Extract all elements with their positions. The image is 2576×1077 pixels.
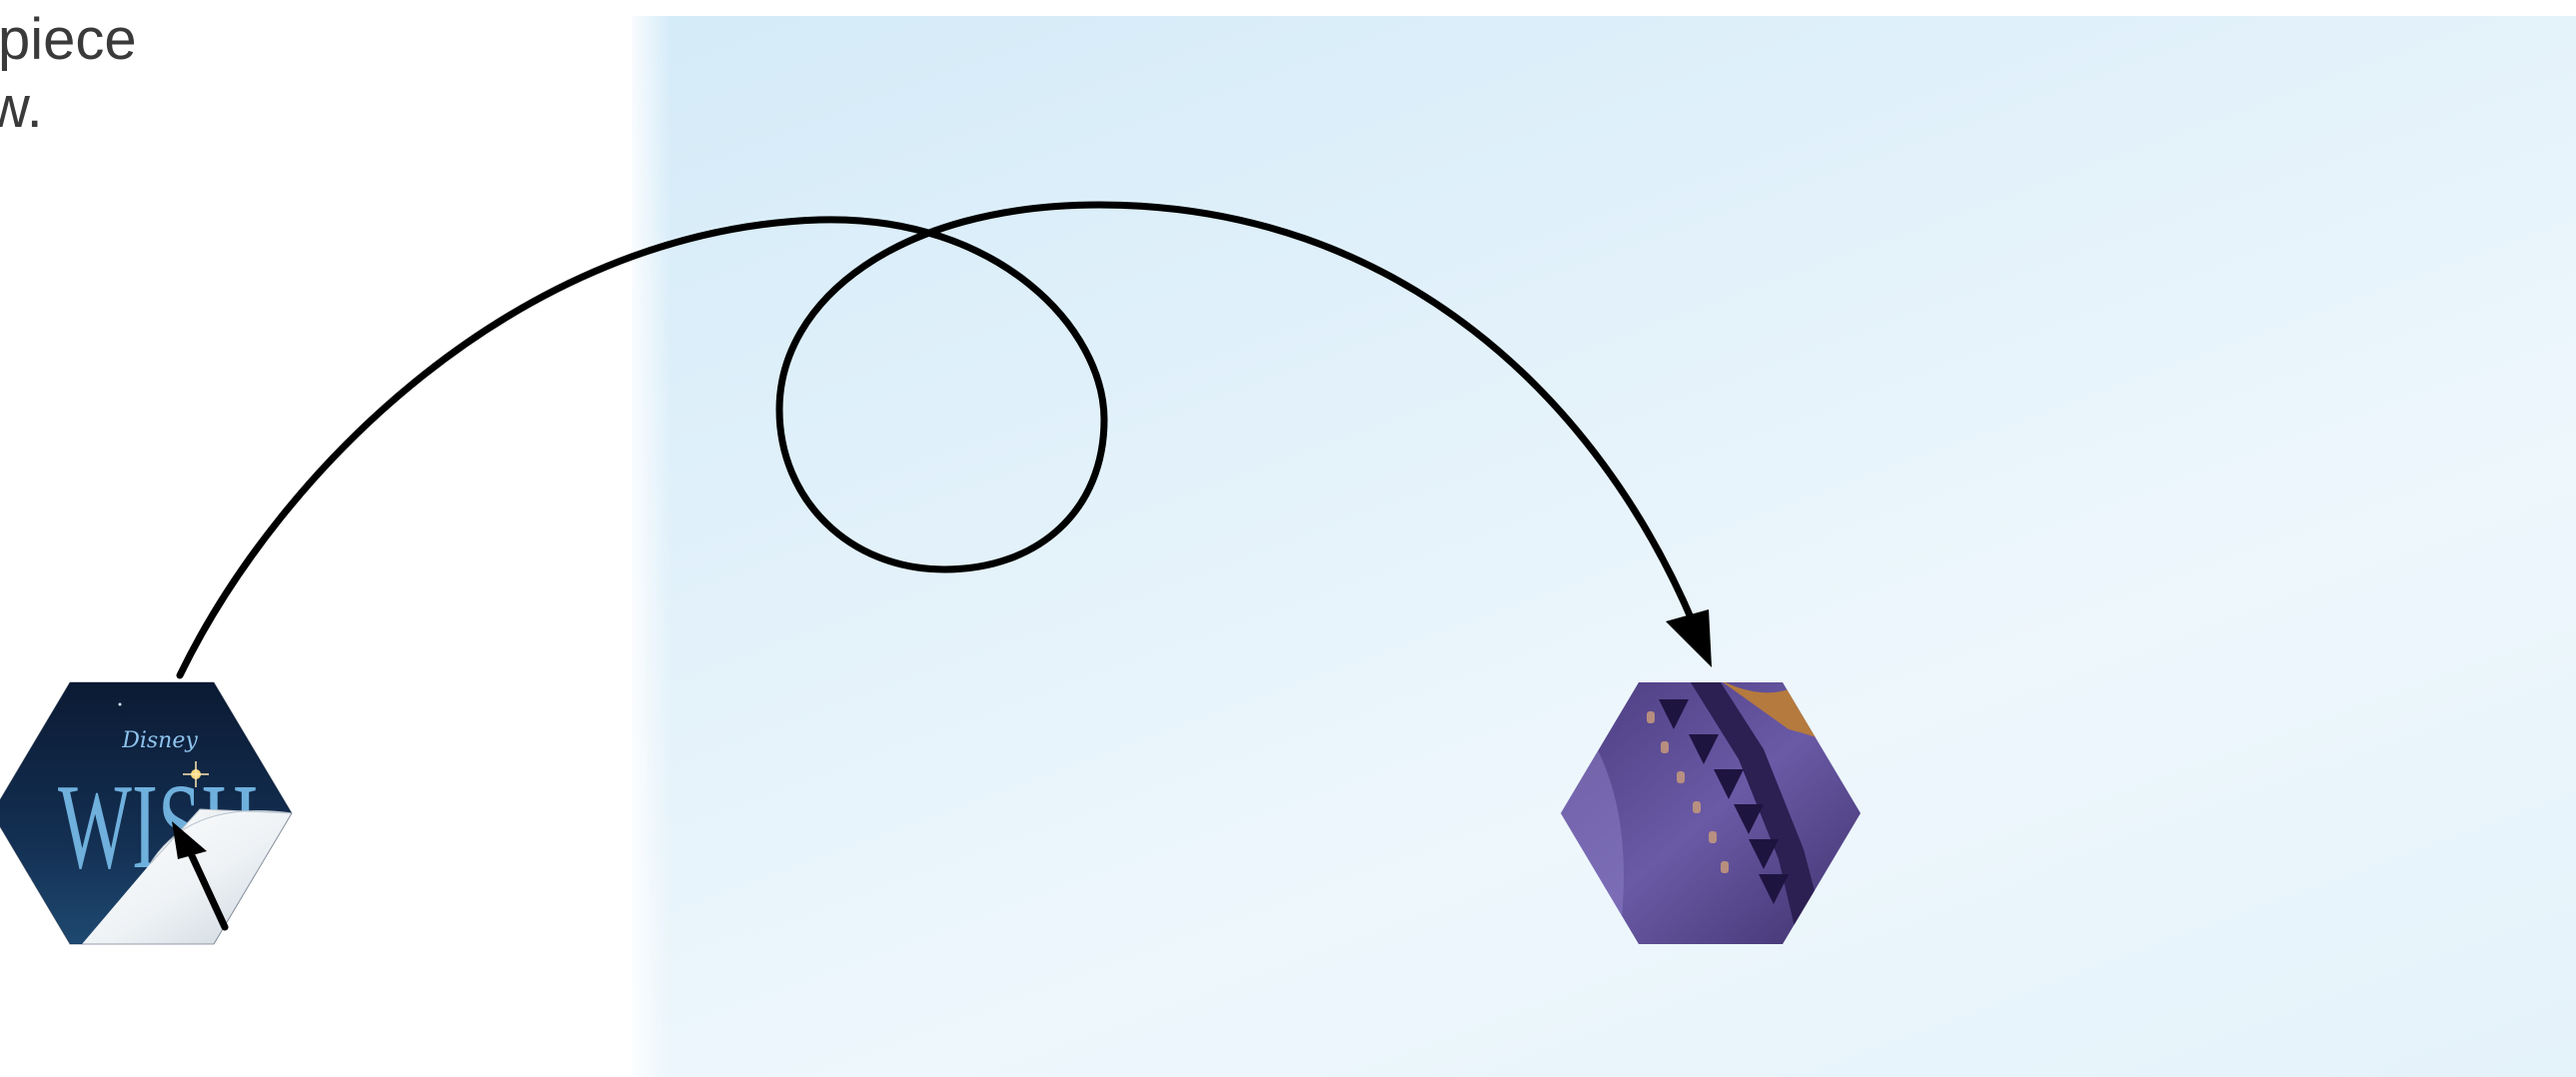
page-curl-icon	[82, 809, 292, 944]
disney-logo-text: Disney	[121, 728, 198, 753]
source-puzzle-tile[interactable]: Disney WISH	[0, 679, 300, 949]
instruction-line-2: w.	[0, 75, 43, 140]
target-puzzle-slot[interactable]	[1554, 679, 1869, 949]
instruction-line-1: piece	[0, 7, 137, 72]
curved-arrow-icon	[176, 201, 1712, 679]
cursor-arrow-icon	[172, 821, 229, 931]
puzzle-board-panel	[632, 16, 2576, 1077]
puzzle-board-edge	[632, 16, 671, 1077]
arrowhead	[1666, 609, 1712, 667]
instruction-text: piece w.	[0, 6, 300, 142]
